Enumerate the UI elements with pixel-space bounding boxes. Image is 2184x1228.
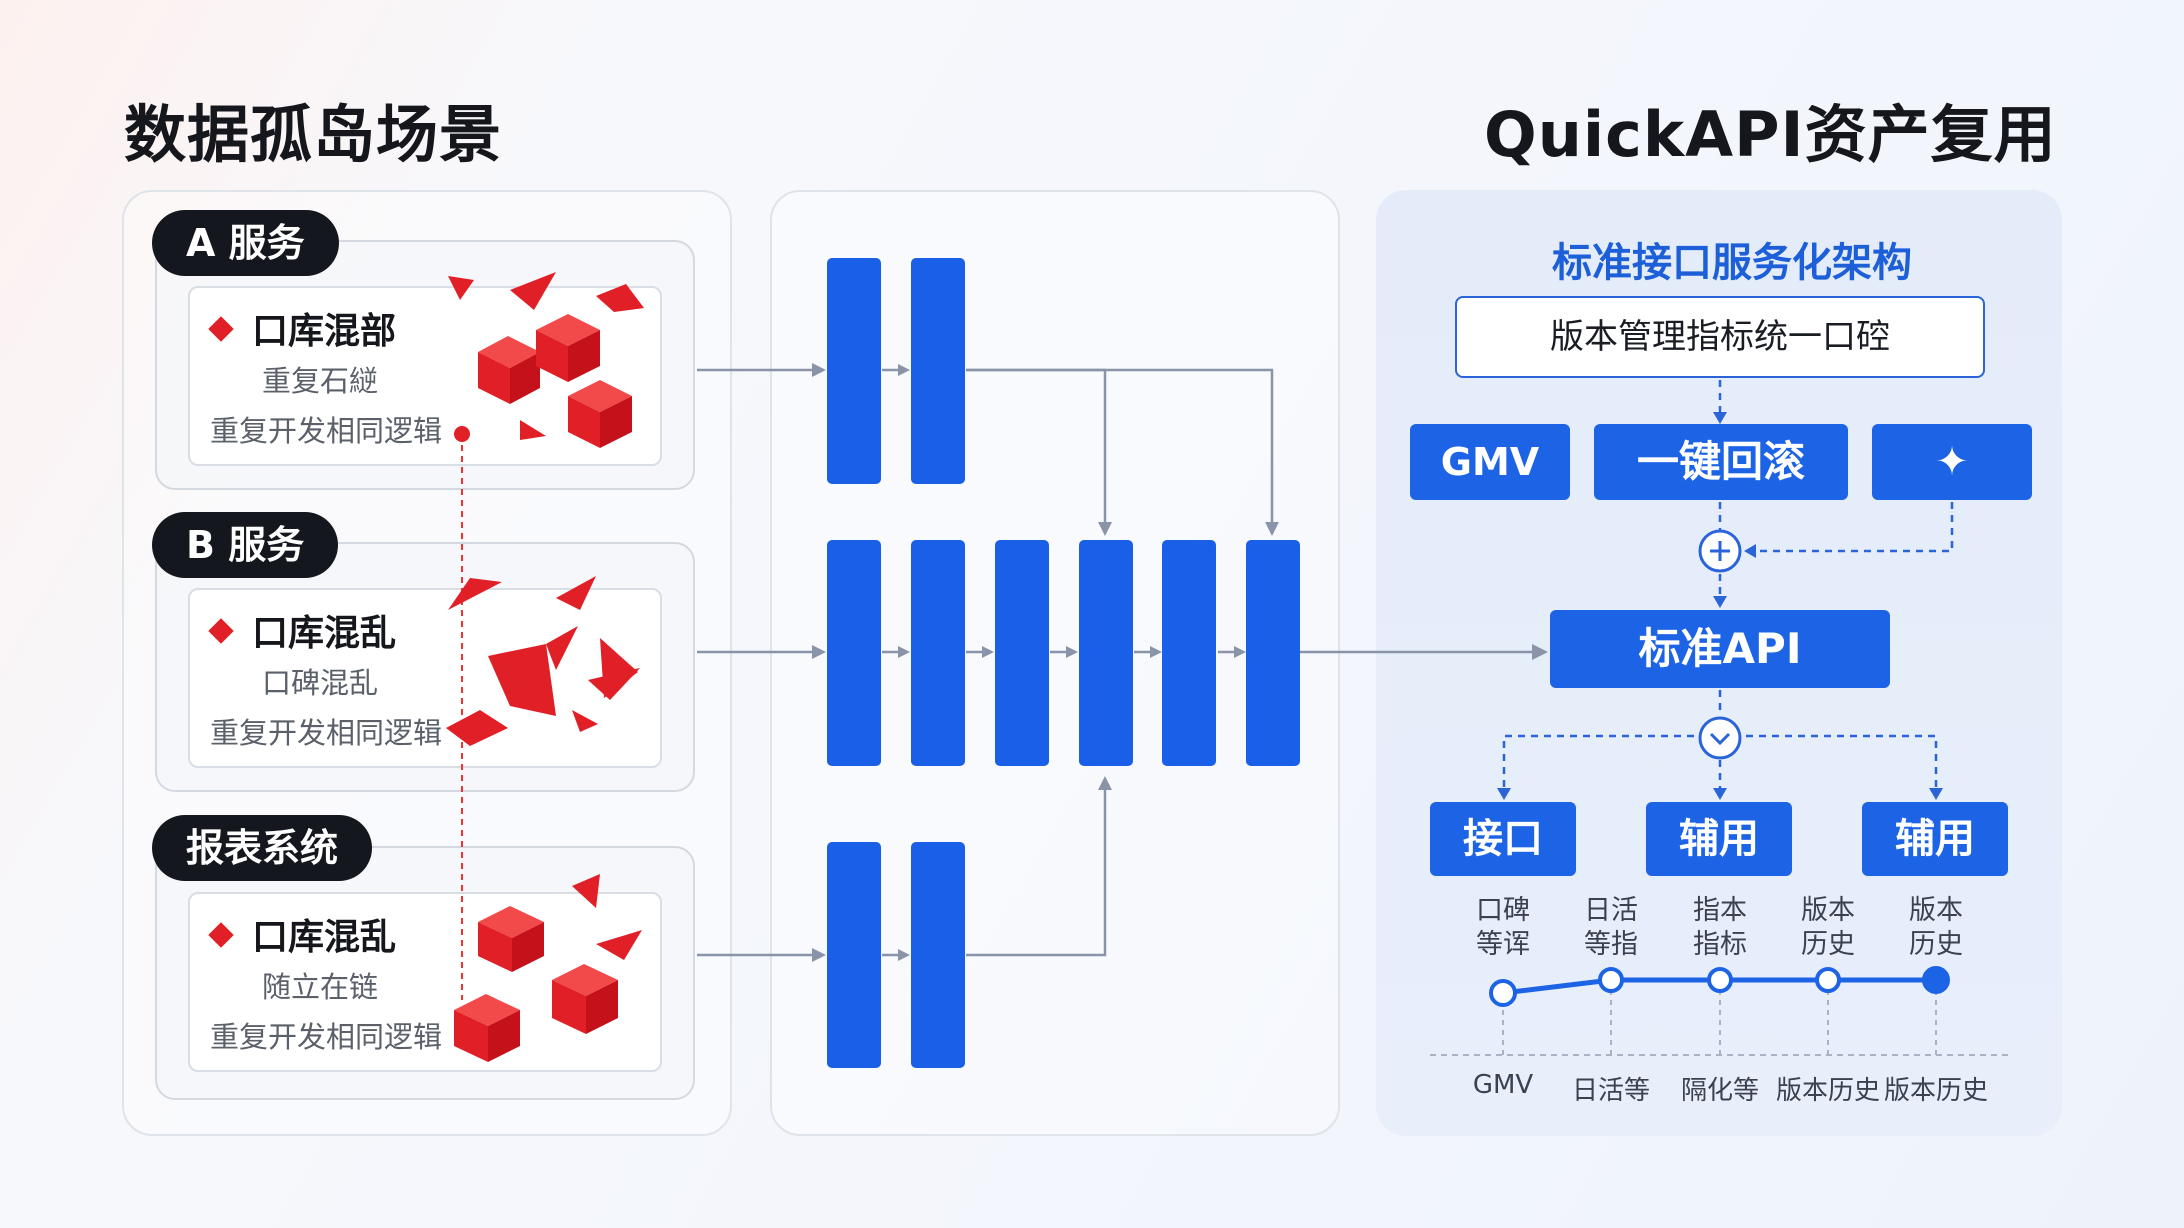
timeline-label: 版本历史 <box>1801 895 1855 960</box>
axis-label: 版本历史 <box>1883 1076 1988 1106</box>
right-title: QuickAPI资产复用 <box>1484 98 2057 171</box>
cube-icon <box>454 994 520 1062</box>
management-box: 版本管理指标统一口硿 <box>1455 296 1985 378</box>
cube-icon <box>478 336 540 404</box>
cube-icon <box>478 906 544 972</box>
pipeline-bar <box>827 258 881 484</box>
report-tag: 报表系统 <box>152 815 373 881</box>
pipeline-bar <box>827 842 881 1068</box>
plus-circle-icon <box>1698 529 1742 573</box>
cube-icon <box>536 314 600 382</box>
axis-label: 隔化等 <box>1680 1076 1759 1106</box>
sparkle-icon: ✦ <box>1935 439 1969 485</box>
pipeline-bar <box>911 842 965 1068</box>
axis-label: 版本历史 <box>1775 1076 1880 1106</box>
pipeline-bar <box>1079 540 1133 766</box>
red-dot <box>454 426 470 442</box>
output-reuse-2[interactable]: 辅用 <box>1862 802 2008 876</box>
cube-icon <box>568 380 632 448</box>
report-fragments <box>454 874 642 1062</box>
service-a-tag: A 服务 <box>152 210 339 276</box>
service-b-inner <box>188 588 662 768</box>
timeline-label: 指本指标 <box>1693 895 1747 960</box>
gmv-button[interactable]: GMV <box>1410 424 1570 500</box>
axis-label: 日活等 <box>1571 1076 1650 1106</box>
report-line1: 随立在链 <box>262 970 379 1004</box>
pipeline-arrowheads <box>812 363 1548 962</box>
timeline-label: 日活等指 <box>1584 895 1638 960</box>
service-b-line2: 重复开发相同逻辑 <box>210 716 443 750</box>
report-line2: 重复开发相同逻辑 <box>210 1020 443 1054</box>
output-interface[interactable]: 接口 <box>1430 802 1576 876</box>
service-a-line1: 重复石縌 <box>262 364 379 398</box>
service-b-line1: 口碑混乱 <box>262 666 379 700</box>
service-b-heading: 口库混乱 <box>208 604 396 656</box>
timeline-nodes <box>1489 966 1950 1007</box>
check-circle-icon <box>1698 716 1742 760</box>
timeline-label: 口碑等诨 <box>1476 895 1530 960</box>
pipeline-bar <box>911 258 965 484</box>
sparkle-button[interactable]: ✦ <box>1872 424 2032 500</box>
architecture-title: 标准接口服务化架构 <box>1552 240 1912 286</box>
service-a-line2: 重复开发相同逻辑 <box>210 414 443 448</box>
pipeline-bar <box>827 540 881 766</box>
pipeline-connectors <box>697 368 1532 957</box>
timeline-label: 版本历史 <box>1909 895 1963 960</box>
pipeline-bar <box>1246 540 1300 766</box>
output-reuse-1[interactable]: 辅用 <box>1646 802 1792 876</box>
service-a-heading: 口库混部 <box>208 302 396 354</box>
pipeline-bar <box>911 540 965 766</box>
standard-api-box[interactable]: 标准API <box>1550 610 1890 688</box>
report-heading: 口库混乱 <box>208 908 396 960</box>
left-title: 数据孤岛场景 <box>124 98 503 171</box>
axis-label: GMV <box>1472 1070 1534 1100</box>
pipeline-bar <box>1162 540 1216 766</box>
service-a-fragments <box>448 272 644 448</box>
pipeline-bar <box>995 540 1049 766</box>
cube-icon <box>552 964 618 1034</box>
service-b-tag: B 服务 <box>152 512 339 578</box>
rollback-button[interactable]: 一键回滚 <box>1594 424 1848 500</box>
service-b-fragments <box>446 576 640 746</box>
